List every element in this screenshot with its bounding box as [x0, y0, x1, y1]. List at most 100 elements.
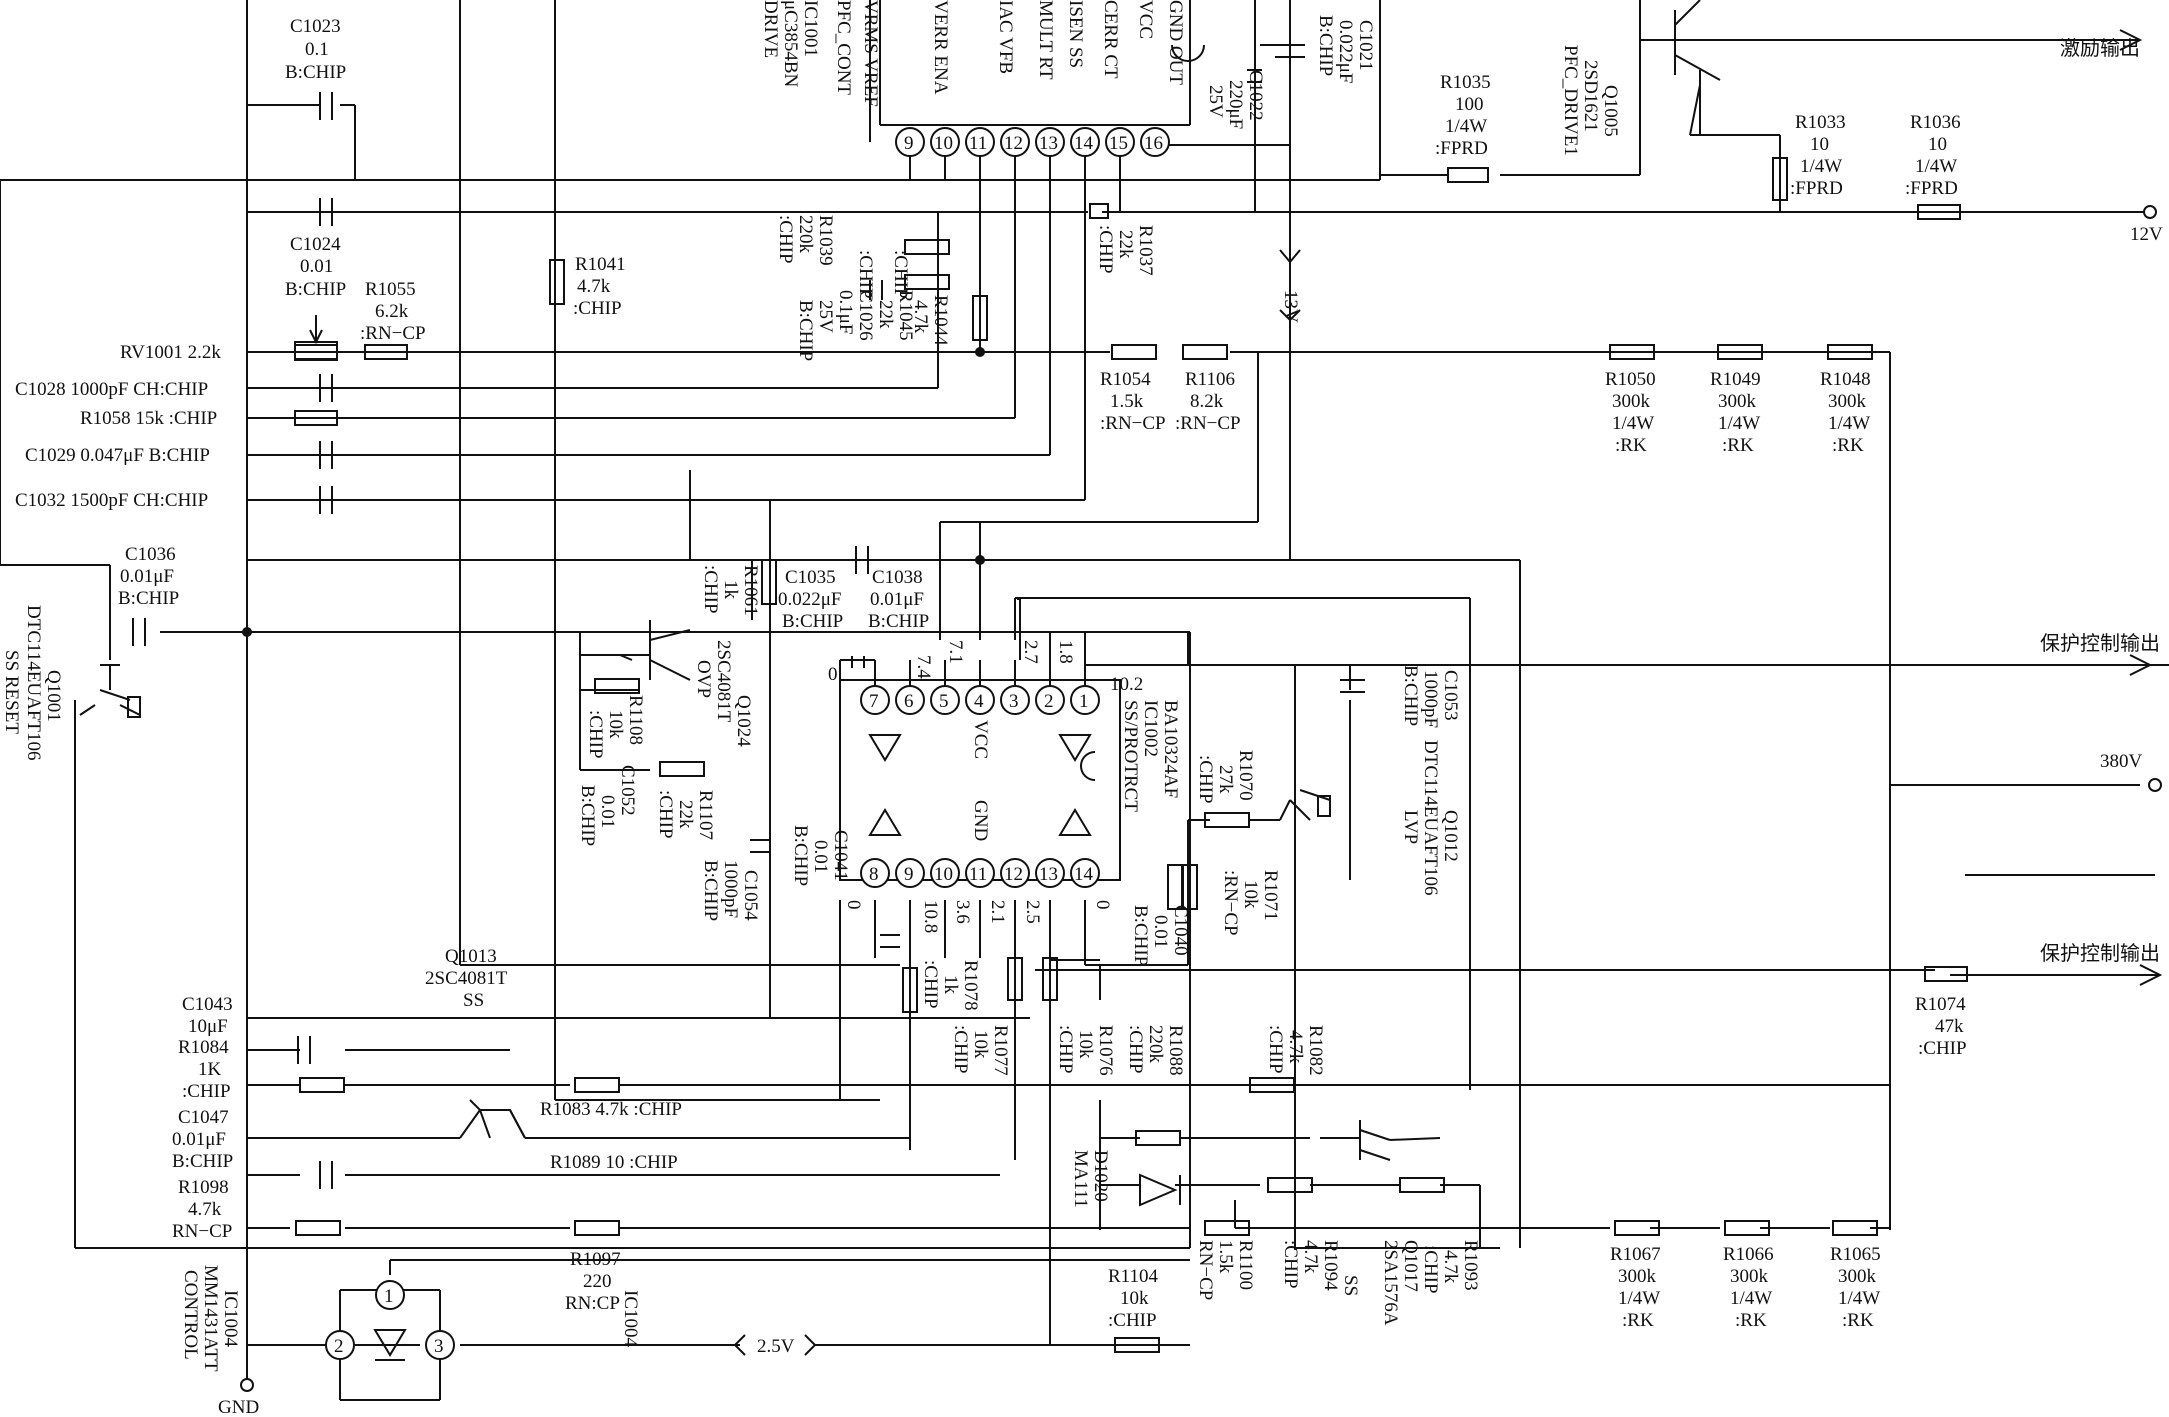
svg-text:LVP: LVP [1400, 810, 1421, 844]
gnd-label: GND [218, 1397, 259, 1417]
svg-text::CHIP: :CHIP [775, 215, 796, 264]
svg-text:0: 0 [1092, 900, 1113, 910]
r1108-label: R1108 10k :CHIP [585, 695, 646, 759]
svg-text:1/4W: 1/4W [1838, 1288, 1880, 1309]
r1083-label: R1083 4.7k :CHIP [540, 1099, 682, 1120]
svg-text:R1100: R1100 [1235, 1240, 1256, 1290]
svg-text:R1084: R1084 [178, 1037, 229, 1058]
svg-text:300k: 300k [1838, 1266, 1877, 1287]
ic1001-col-6: CERR CT [1100, 0, 1121, 79]
svg-text:25V: 25V [1205, 85, 1226, 118]
svg-text:R1077: R1077 [990, 1025, 1011, 1076]
svg-text:6.2k: 6.2k [375, 301, 409, 322]
svg-text:D1020: D1020 [1090, 1150, 1111, 1202]
capacitors [132, 44, 1365, 1189]
svg-text:R1078: R1078 [960, 960, 981, 1011]
svg-text:R1039: R1039 [815, 215, 836, 266]
svg-text:11: 11 [969, 864, 987, 885]
svg-text:DTC114EUAFT106: DTC114EUAFT106 [1420, 740, 1441, 896]
svg-text:4.7k: 4.7k [1285, 1030, 1306, 1064]
v380-label: 380V [2100, 751, 2143, 772]
svg-text::RK: :RK [1722, 435, 1754, 456]
c1053-label: C1053 1000pF B:CHIP [1400, 665, 1461, 728]
r1097-label: R1097 220 RN:CP [565, 1249, 621, 1314]
svg-text:R1037: R1037 [1135, 225, 1156, 276]
svg-text:OVP: OVP [693, 660, 714, 698]
ic1004-labels: IC1004 [620, 1290, 641, 1348]
svg-text:Q1012: Q1012 [1440, 810, 1461, 862]
ic1001-col-4: MULT RT [1035, 0, 1056, 80]
svg-text:R1067: R1067 [1610, 1244, 1661, 1265]
svg-text:R1041: R1041 [575, 254, 626, 275]
svg-text:B:CHIP: B:CHIP [790, 825, 811, 886]
svg-text:SS/PROTRCT: SS/PROTRCT [1120, 700, 1141, 812]
ic1004-ref: IC1004 [220, 1290, 241, 1348]
ic1001-ref: IC1001 [800, 0, 821, 57]
svg-text:0: 0 [828, 664, 838, 685]
svg-text:B:CHIP: B:CHIP [795, 300, 816, 361]
ic1001-col-1: VRMS VREF [860, 0, 881, 107]
svg-text:2.5: 2.5 [1022, 900, 1043, 924]
svg-text:R1074: R1074 [1915, 994, 1966, 1015]
r1088-label: R1088 220k :CHIP [1125, 1025, 1186, 1076]
svg-text:SS: SS [1340, 1275, 1361, 1296]
ic1001-col-8: GND OUT [1165, 0, 1186, 85]
svg-text:R1097: R1097 [570, 1249, 621, 1270]
r1104-label: R1104 10k :CHIP [1108, 1266, 1158, 1331]
svg-text:1k: 1k [720, 580, 741, 600]
svg-text:R1070: R1070 [1235, 750, 1256, 801]
svg-text:SS RESET: SS RESET [1, 650, 22, 734]
svg-text:12: 12 [1004, 133, 1023, 154]
svg-text:1/4W: 1/4W [1612, 413, 1654, 434]
r1058-label: R1058 15k :CHIP [80, 408, 217, 429]
svg-text:1000pF: 1000pF [1420, 670, 1441, 728]
svg-text:220: 220 [583, 1271, 612, 1292]
svg-text:13: 13 [1039, 864, 1058, 885]
svg-text:1/4W: 1/4W [1828, 413, 1870, 434]
svg-text:B:CHIP: B:CHIP [285, 62, 346, 83]
svg-text:8: 8 [869, 864, 879, 885]
svg-text:R1065: R1065 [1830, 1244, 1881, 1265]
svg-text::RN−CP: :RN−CP [360, 323, 426, 344]
svg-text:B:CHIP: B:CHIP [1130, 905, 1151, 966]
svg-text:300k: 300k [1718, 391, 1757, 412]
svg-text:RN−CP: RN−CP [1195, 1240, 1216, 1300]
svg-text:C1043: C1043 [182, 994, 233, 1015]
protect-output-label-2: 保护控制输出 [2040, 941, 2160, 965]
r1039-label: R1039 220k :CHIP [775, 215, 836, 266]
r1050-label: R1050 300k 1/4W :RK [1605, 369, 1656, 456]
svg-text:Q1001: Q1001 [43, 670, 64, 722]
r1041-label: R1041 4.7k :CHIP [573, 254, 626, 319]
r1084-label: R1084 1K :CHIP [178, 1037, 231, 1102]
svg-text:R1035: R1035 [1440, 72, 1491, 93]
svg-text:2: 2 [1044, 691, 1054, 712]
svg-text::RK: :RK [1735, 1310, 1767, 1331]
svg-text:4.7k: 4.7k [1300, 1240, 1321, 1274]
svg-text::CHIP: :CHIP [655, 790, 676, 839]
svg-text:8.2k: 8.2k [1190, 391, 1224, 412]
r1037-label: R1037 22k :CHIP [1095, 225, 1156, 276]
svg-text:B:CHIP: B:CHIP [118, 588, 179, 609]
ic1001-col-3: IAC VFB [995, 0, 1016, 74]
svg-text::CHIP: :CHIP [920, 960, 941, 1009]
ic1001-part: μC3854BN [780, 0, 801, 88]
svg-text:C1035: C1035 [785, 567, 836, 588]
q1013-label: Q1013 2SC4081T SS [425, 946, 508, 1011]
svg-text:10k: 10k [605, 710, 626, 739]
svg-text:1.8: 1.8 [1055, 640, 1076, 664]
svg-text:B:CHIP: B:CHIP [285, 279, 346, 300]
svg-text:R1107: R1107 [695, 790, 716, 840]
svg-text:5: 5 [939, 691, 949, 712]
r1065-label: R1065 300k 1/4W :RK [1830, 1244, 1881, 1331]
ic1002-pin-circles-top [860, 685, 1100, 715]
r1100-label: R1100 1.5k RN−CP [1195, 1240, 1256, 1300]
c1032-label: C1032 1500pF CH:CHIP [15, 490, 208, 511]
svg-text:B:CHIP: B:CHIP [700, 860, 721, 921]
svg-text:DTC114EUAFT106: DTC114EUAFT106 [23, 605, 44, 761]
svg-text::RK: :RK [1832, 435, 1864, 456]
ic1004-func: CONTROL [180, 1270, 201, 1360]
ic1001-pin-circles [895, 127, 1170, 157]
svg-text:RN−CP: RN−CP [172, 1221, 232, 1242]
svg-text:300k: 300k [1730, 1266, 1769, 1287]
